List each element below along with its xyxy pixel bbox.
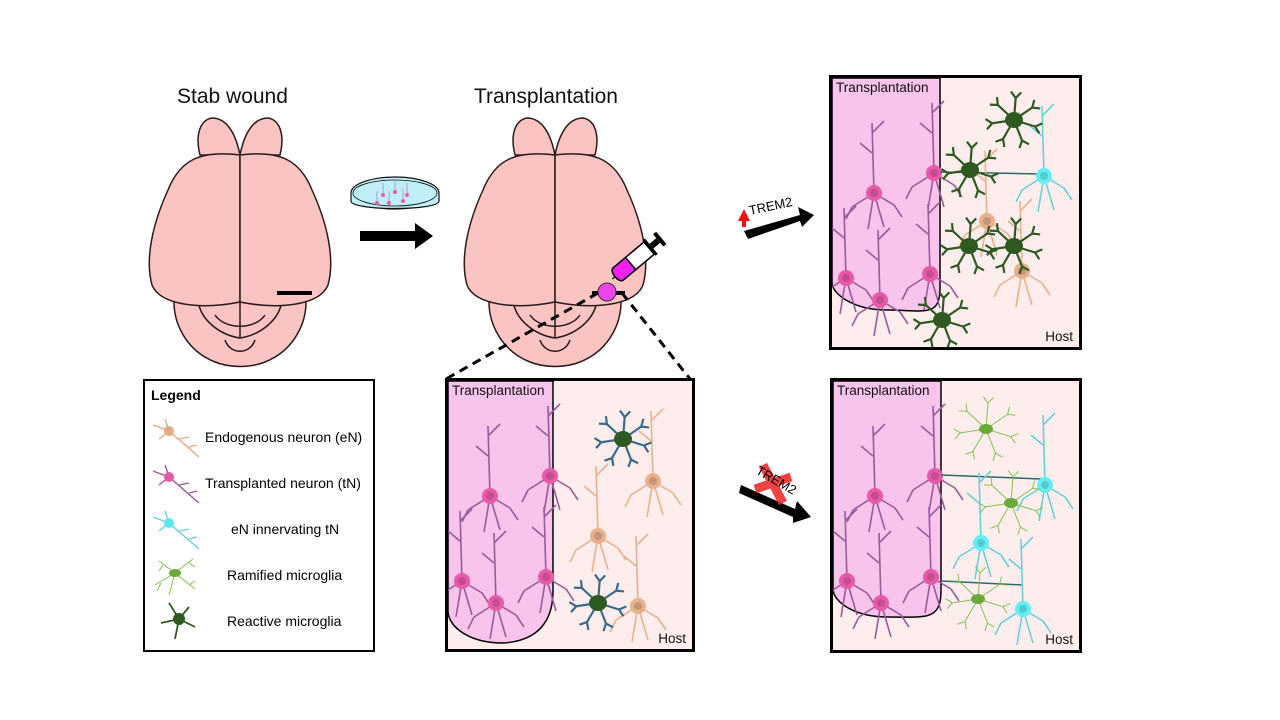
- legend: Legend Endogenous neuron (eN) Transplant…: [143, 379, 375, 652]
- transplanted-neuron: [832, 205, 875, 315]
- transplanted-neuron: [833, 508, 876, 618]
- legend-title: Legend: [151, 387, 201, 403]
- reactive-microglia: [568, 573, 627, 632]
- transplanted-neuron: [517, 504, 575, 614]
- innervating-neuron: [994, 536, 1052, 646]
- ramified-microglia: [945, 566, 1011, 631]
- transplanted-neurons: [448, 403, 579, 640]
- ramified-microglia-icon: [154, 558, 196, 596]
- legend-item-ramified-microglia: Ramified microglia: [145, 555, 373, 596]
- legend-item-reactive-microglia: Reactive microglia: [145, 601, 373, 641]
- host-neurons: [568, 408, 682, 643]
- petri-dish-arrow: [350, 176, 440, 249]
- endogenous-neuron: [609, 533, 667, 643]
- transplanted-neuron: [852, 530, 910, 640]
- reactive-microglia: [912, 290, 971, 347]
- zoom-guide-lines: [445, 291, 692, 381]
- trem2-ko-panel-cells: [833, 381, 1074, 646]
- stab-wound-title: Stab wound: [177, 85, 288, 108]
- innervation-line: [940, 580, 1024, 586]
- transplanted-neuron: [902, 504, 960, 614]
- arrow-icon: [360, 223, 433, 249]
- transplant-site: [597, 282, 617, 302]
- transplanted-neuron: [845, 120, 903, 230]
- trem2-up-panel: Transplantation Host: [829, 75, 1082, 350]
- trem2-up-panel-cells: [832, 78, 1073, 347]
- reactive-microglia: [940, 140, 999, 199]
- transplanted-neuron: [906, 403, 964, 513]
- zoom-panel: Transplantation Host: [445, 378, 695, 652]
- innervating-neuron-icon: [152, 510, 200, 550]
- transplanted-neuron: [448, 508, 491, 618]
- reactive-microglia: [593, 409, 652, 468]
- legend-label: Transplanted neuron (tN): [205, 475, 361, 491]
- legend-item-endogenous-neuron: Endogenous neuron (eN): [145, 417, 373, 458]
- transplant-region: [448, 381, 554, 644]
- innervating-neuron: [1015, 103, 1073, 213]
- transplanted-neurons: [832, 100, 963, 337]
- transplant-region: [832, 78, 941, 312]
- host-label: Host: [658, 631, 686, 646]
- legend-label: Endogenous neuron (eN): [205, 429, 363, 445]
- arrow-icon: [739, 485, 811, 523]
- endogenous-neuron-icon: [152, 418, 200, 458]
- ramified-microglia: [978, 470, 1044, 535]
- reactive-microglia: [939, 216, 998, 275]
- host-label: Host: [1045, 329, 1073, 344]
- region-label: Transplantation: [836, 80, 929, 95]
- up-arrow-icon: [738, 209, 750, 227]
- endogenous-neuron: [624, 408, 682, 518]
- trem2-up-arrow: TREM2: [738, 195, 814, 239]
- innervating-neuron: [952, 470, 1010, 580]
- brain-illustration: [148, 117, 332, 368]
- arrow-icon: [744, 207, 814, 239]
- region-label: Transplantation: [452, 383, 545, 398]
- trem2-ko-arrow: TREM2: [739, 462, 811, 523]
- host-label: Host: [1045, 632, 1073, 647]
- transplanted-neurons: [833, 403, 964, 640]
- legend-label: eN innervating tN: [231, 521, 340, 537]
- transplant-region: [833, 381, 942, 618]
- transplanted-neuron: [901, 201, 959, 311]
- reactive-microglia: [984, 216, 1043, 275]
- legend-item-innervating-neuron: eN innervating tN: [145, 509, 373, 550]
- region-label: Transplantation: [837, 383, 930, 398]
- reactive-microglia-icon: [160, 602, 196, 640]
- petri-dish-icon: [350, 176, 440, 210]
- transplantation-title: Transplantation: [474, 85, 618, 108]
- reactive-microglia: [984, 90, 1043, 149]
- zoom-panel-cells: [448, 381, 682, 644]
- syringe-icon: [611, 231, 667, 282]
- trem2-label: TREM2: [748, 195, 794, 218]
- transplantation-brain: [463, 117, 667, 368]
- ramified-microglia: [953, 396, 1019, 461]
- red-x-icon: [753, 462, 793, 506]
- stab-wound-brain: [148, 117, 332, 368]
- trem2-ko-panel: Transplantation Host: [830, 378, 1082, 653]
- legend-label: Reactive microglia: [227, 613, 342, 629]
- innervating-neuron: [1016, 412, 1074, 522]
- host-neurons: [940, 396, 1074, 646]
- host-neurons: [912, 90, 1073, 347]
- transplanted-neuron: [851, 227, 909, 337]
- legend-item-transplanted-neuron: Transplanted neuron (tN): [145, 463, 373, 504]
- transplanted-neuron: [467, 530, 525, 640]
- endogenous-neuron: [569, 463, 627, 573]
- transplanted-neuron-icon: [152, 464, 200, 504]
- innervation-line: [940, 474, 1042, 480]
- legend-label: Ramified microglia: [227, 567, 343, 583]
- transplanted-neuron: [521, 403, 579, 513]
- endogenous-neuron: [993, 198, 1051, 308]
- transplanted-neuron: [905, 100, 963, 210]
